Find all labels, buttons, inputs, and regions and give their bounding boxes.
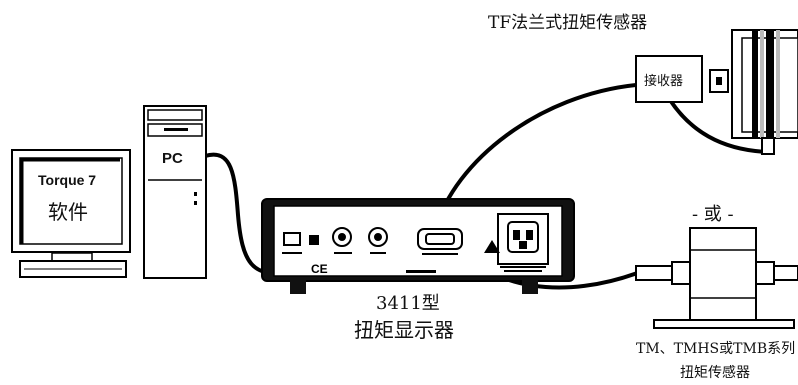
receiver-box [635, 55, 729, 103]
warning-triangle-icon [484, 240, 500, 253]
rear-panel-connectors [283, 213, 549, 265]
rear-panel-small-text [282, 252, 546, 272]
brand-logo [406, 270, 436, 273]
tm-series-label: TM、TMHS或TMB系列 [636, 341, 796, 357]
software-label: 软件 [48, 200, 88, 224]
receiver-label: 接收器 [644, 74, 684, 89]
display-model-label: 3411型 [376, 293, 440, 314]
tm-sensor-label: 扭矩传感器 [680, 365, 750, 381]
torque-display-3411: CE [261, 198, 575, 294]
receiver-to-tf-sensor-cable [668, 98, 770, 154]
ce-mark: CE [311, 262, 328, 276]
tf-sensor-label: TF法兰式扭矩传感器 [488, 13, 648, 33]
tf-flange-sensor [731, 29, 798, 155]
display-name-label: 扭矩显示器 [354, 318, 454, 342]
computer-monitor [11, 149, 131, 278]
pc-tower [143, 105, 207, 279]
or-label: - 或 - [692, 204, 734, 225]
torque7-label: Torque 7 [38, 172, 97, 188]
pc-label: PC [162, 150, 183, 167]
tm-series-sensor [635, 227, 798, 329]
